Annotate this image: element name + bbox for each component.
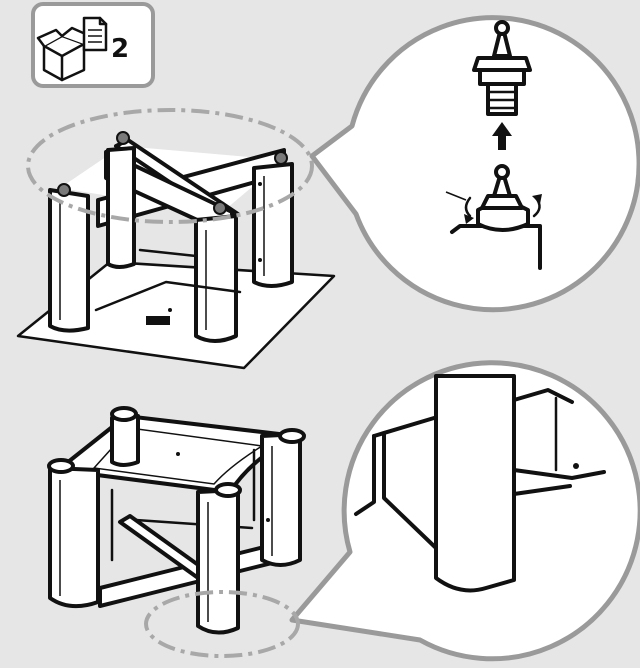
up-arrow-icon <box>492 122 512 150</box>
column-base-detail-icon <box>354 374 606 593</box>
box-and-manual-icon <box>36 16 108 82</box>
foot-peg-removal-icon <box>472 20 532 116</box>
seated-peg-icon <box>450 164 542 270</box>
foot-peg-icon <box>57 131 288 215</box>
badge-count: 2 <box>111 34 129 64</box>
peg-highlight-marker <box>26 108 314 224</box>
base-highlight-marker <box>144 590 300 658</box>
stand-upside-down <box>16 108 336 370</box>
step1-callout <box>309 15 640 313</box>
parts-badge: 2 <box>31 2 155 88</box>
step2-callout <box>289 360 640 662</box>
twist-arrows-icon <box>445 191 542 224</box>
stand-upright <box>47 406 306 658</box>
